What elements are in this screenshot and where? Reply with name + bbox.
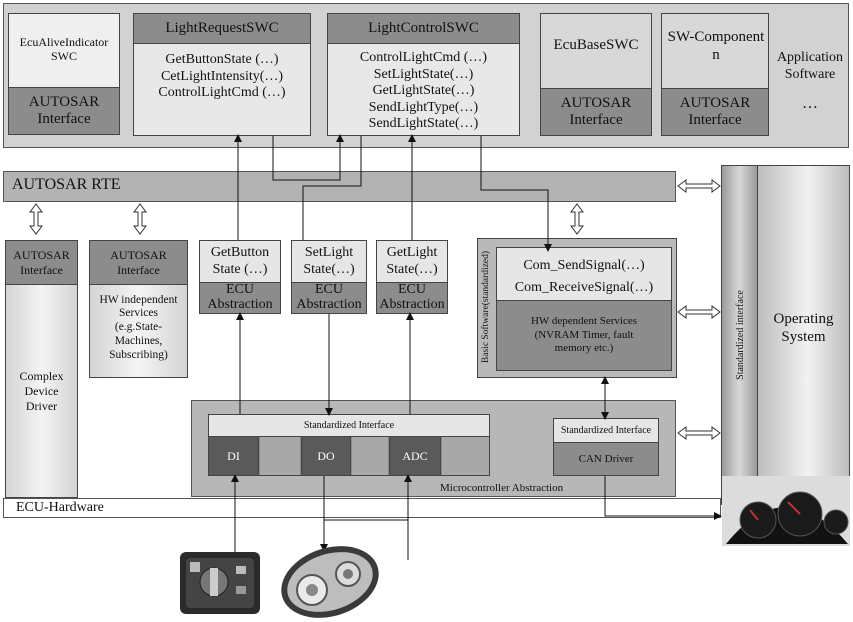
function-item: CetLightIntensity(…) xyxy=(160,68,284,84)
sw-component-interface: AUTOSAR Interface xyxy=(662,88,768,135)
double-arrow-icon xyxy=(570,203,584,235)
ecu-abstraction-get-light[interactable]: GetLight State(…) ECU Abstraction xyxy=(376,240,448,314)
operating-system-label: Operating System xyxy=(773,311,834,345)
operating-system[interactable]: Operating System xyxy=(757,165,850,505)
basic-software-inner: Com_SendSignal(…) Com_ReceiveSignal(…) H… xyxy=(496,247,672,371)
get-light-state-title: GetLight State(…) xyxy=(386,245,438,277)
ecu-alive-title: EcuAliveIndicator SWC xyxy=(19,34,109,63)
complex-driver-label: Complex Device Driver xyxy=(19,368,64,413)
hw-dependent-services: HW dependent Services (NVRAM Timer, faul… xyxy=(497,300,671,370)
mcal-spacer xyxy=(260,437,300,475)
set-light-ecu-label: ECU Abstraction xyxy=(292,282,366,313)
function-item: ControlLightCmd (…) xyxy=(359,50,488,65)
mcal-spacer xyxy=(442,437,489,475)
function-item: ControlLightCmd (…) xyxy=(158,85,286,101)
get-button-state-title: GetButton State (…) xyxy=(210,245,270,277)
double-arrow-icon xyxy=(677,305,721,319)
set-light-state-title: SetLight State(…) xyxy=(303,245,355,277)
function-item: GetLightState(…) xyxy=(372,83,475,99)
mcal-spacer xyxy=(352,437,388,475)
ecu-hardware-label: ECU-Hardware xyxy=(16,500,104,515)
can-driver-label: CAN Driver xyxy=(554,443,658,475)
basic-software-panel[interactable]: Basic Software(standardized) Com_SendSig… xyxy=(477,238,677,378)
headlamp-image xyxy=(281,546,379,618)
complex-driver-interface: AUTOSAR Interface xyxy=(6,241,77,285)
light-control-functions: ControlLightCmd (…)SetLightState(…)GetLi… xyxy=(328,50,519,133)
ecu-alive-interface: AUTOSAR Interface xyxy=(9,87,119,134)
ecu-abstraction-get-button[interactable]: GetButton State (…) ECU Abstraction xyxy=(199,240,281,314)
do-module[interactable]: DO xyxy=(301,437,351,475)
double-arrow-icon xyxy=(29,203,43,235)
ecu-base-interface: AUTOSAR Interface xyxy=(541,88,651,135)
get-button-ecu-label: ECU Abstraction xyxy=(200,282,280,313)
sw-component-n[interactable]: SW-Component n AUTOSAR Interface xyxy=(661,13,769,136)
light-switch-image xyxy=(180,552,260,614)
double-arrow-icon xyxy=(133,203,147,235)
application-software-ellipsis: … xyxy=(802,95,818,112)
di-module[interactable]: DI xyxy=(209,437,259,475)
double-arrow-icon xyxy=(677,426,721,440)
function-item: GetButtonState (…) xyxy=(165,52,279,67)
sw-component-title: SW-Component n xyxy=(667,29,765,63)
adc-module[interactable]: ADC xyxy=(389,437,441,475)
microcontroller-abstraction-label: Microcontroller Abstraction xyxy=(440,482,564,494)
standardized-interface-column[interactable]: Standardized interface xyxy=(721,165,758,505)
light-request-swc[interactable]: LightRequestSWC GetButtonState (…)CetLig… xyxy=(133,13,311,136)
mcal-std-interface-label: Standardized Interface xyxy=(209,415,489,437)
function-item: SendLightState(…) xyxy=(368,116,479,132)
application-software-label: Application Software xyxy=(776,50,844,82)
light-control-swc[interactable]: LightControlSWC ControlLightCmd (…)SetLi… xyxy=(327,13,520,136)
light-request-functions: GetButtonState (…)CetLightIntensity(…)Co… xyxy=(134,52,310,102)
ecu-base-swc[interactable]: EcuBaseSWC AUTOSAR Interface xyxy=(540,13,652,136)
light-control-title: LightControlSWC xyxy=(328,14,519,44)
ecu-base-title: EcuBaseSWC xyxy=(553,36,639,53)
can-driver-block[interactable]: Standardized Interface CAN Driver xyxy=(553,418,659,476)
com-receive-signal: Com_ReceiveSignal(…) xyxy=(514,280,654,295)
double-arrow-icon xyxy=(677,179,721,193)
ecu-alive-indicator-swc[interactable]: EcuAliveIndicator SWC AUTOSAR Interface xyxy=(8,13,120,135)
ecu-abstraction-set-light[interactable]: SetLight State(…) ECU Abstraction xyxy=(291,240,367,314)
mcal-std-interface-block[interactable]: Standardized Interface DI DO ADC xyxy=(208,414,490,476)
hw-independent-interface: AUTOSAR Interface xyxy=(90,241,187,285)
autosar-rte-label: AUTOSAR RTE xyxy=(12,176,121,193)
can-std-interface-label: Standardized Interface xyxy=(554,419,658,443)
hw-independent-services[interactable]: AUTOSAR Interface HW independent Service… xyxy=(89,240,188,378)
function-item: SetLightState(…) xyxy=(373,66,474,82)
ecu-hardware-bar xyxy=(3,498,721,518)
function-item: SendLightType(…) xyxy=(368,99,479,115)
basic-software-vertical-label: Basic Software(standardized) xyxy=(481,250,491,364)
light-request-title: LightRequestSWC xyxy=(134,14,310,44)
complex-device-driver[interactable]: AUTOSAR Interface Complex Device Driver xyxy=(5,240,78,498)
standardized-interface-vertical-label: Standardized interface xyxy=(734,290,746,380)
com-send-signal: Com_SendSignal(…) xyxy=(523,258,645,273)
hw-independent-label: HW independent Services (e.g.State-Machi… xyxy=(99,293,178,361)
get-light-ecu-label: ECU Abstraction xyxy=(377,282,447,313)
